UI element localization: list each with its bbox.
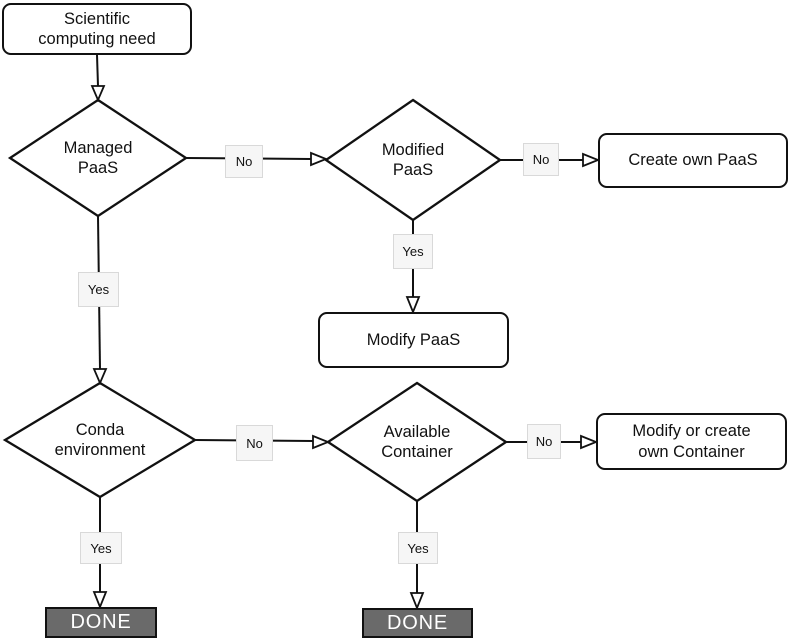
node-done-left: DONE [45,607,157,638]
node-create-own-paas-label: Create own PaaS [628,151,758,170]
arrowhead-managed-paas-to-conda-environment [92,368,108,386]
node-modify-paas: Modify PaaS [318,312,509,368]
edge-label-no-managed-to-modified: No [225,145,263,178]
edge-start-to-managed-paas [96,54,99,87]
arrowhead-modified-paas-to-modify-paas [405,296,421,315]
conda-environment-diamond-shape [2,381,198,499]
node-modify-or-create-own-container-line2: own Container [638,442,745,461]
node-scientific-computing-need-line2: computing need [38,30,156,48]
modified-paas-diamond-shape [323,98,503,222]
node-modify-paas-label: Modify PaaS [366,330,461,349]
edge-label-yes-managed-to-conda: Yes [78,272,119,307]
node-modify-or-create-own-container-line1: Modify or create [632,422,751,441]
node-scientific-computing-need-line1: Scientific [63,9,131,28]
edge-label-yes-modified-to-modify: Yes [393,234,433,269]
arrowhead-available-container-to-modify-create-container [580,434,599,450]
arrowhead-managed-paas-to-modified-paas [310,151,329,167]
available-container-diamond-shape [325,381,509,503]
node-modify-or-create-own-container: Modify or create own Container [596,413,787,470]
arrowhead-conda-environment-to-available-container [312,434,331,450]
arrowhead-conda-environment-to-done-left [92,591,108,610]
arrowhead-modified-paas-to-create-own-paas [582,152,601,168]
node-done-left-label: DONE [70,611,132,634]
edge-label-no-conda-to-available: No [236,425,273,461]
edge-label-no-available-to-container: No [527,424,561,459]
node-done-middle: DONE [362,608,473,638]
arrowhead-start-to-managed-paas [90,85,106,103]
managed-paas-diamond-shape [7,98,189,218]
edge-label-yes-conda-to-done: Yes [80,532,122,564]
node-scientific-computing-need: Scientific computing need [2,3,192,55]
arrowhead-available-container-to-done-middle [409,592,425,611]
node-done-middle-label: DONE [387,611,448,634]
node-create-own-paas: Create own PaaS [598,133,788,188]
edge-label-no-modified-to-create: No [523,143,559,176]
edge-label-yes-available-to-done: Yes [398,532,438,564]
